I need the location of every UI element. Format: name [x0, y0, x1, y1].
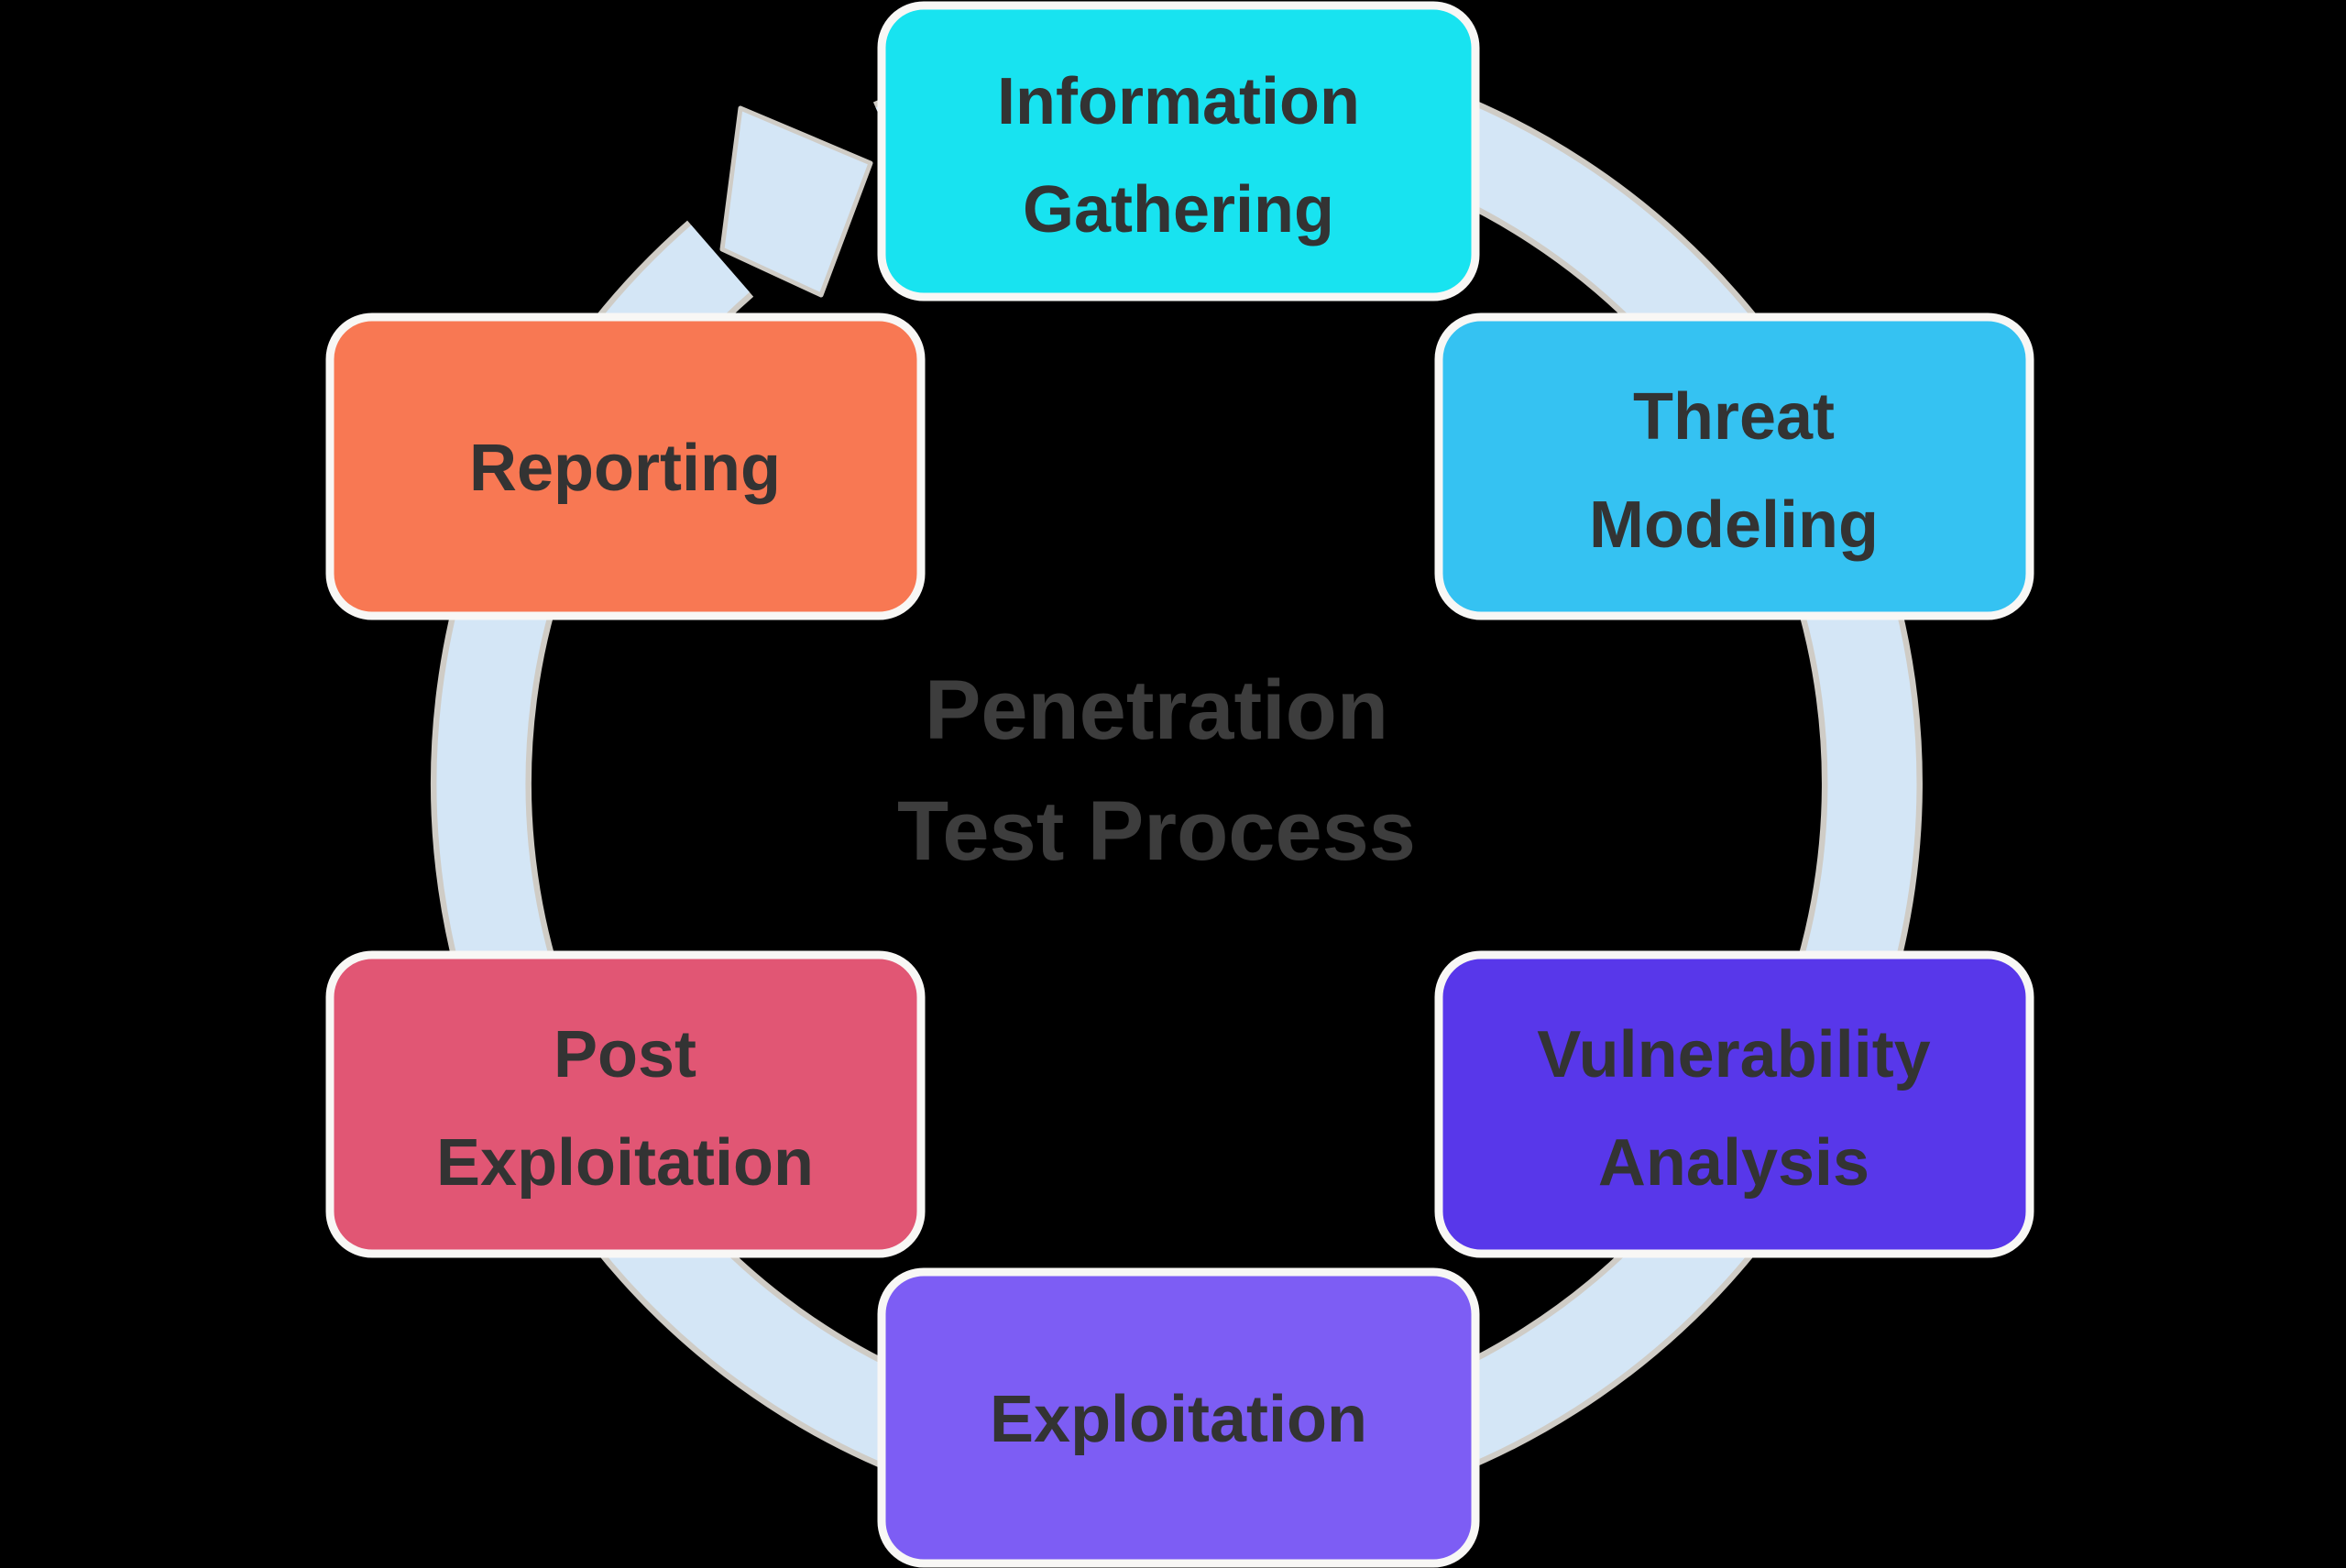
- cycle-arrow: [430, 38, 1923, 1530]
- stage-boxes: Information Gathering Threat Modeling Vu…: [325, 1, 2034, 1568]
- stage-box-reporting: [325, 313, 926, 620]
- stage-box-threat-modeling: [1434, 313, 2034, 620]
- diagram-title-line1: Penetration: [925, 663, 1388, 757]
- stage-label-gathering: Gathering: [1023, 173, 1334, 247]
- stage-exploitation: Exploitation: [877, 1267, 1480, 1568]
- stage-label-reporting: Reporting: [469, 432, 781, 505]
- stage-box-post-exploitation: [325, 950, 926, 1258]
- stage-label-post-exploitation: Exploitation: [436, 1126, 814, 1200]
- stage-label-vulnerability: Vulnerability: [1537, 1018, 1930, 1091]
- stage-vulnerability-analysis: Vulnerability Analysis: [1434, 950, 2034, 1258]
- stage-box-exploitation: [877, 1267, 1480, 1568]
- stage-label-information: Information: [997, 65, 1360, 138]
- cycle-arrow-ring: [436, 43, 1917, 1524]
- cycle-arrowhead-icon: [719, 105, 873, 298]
- stage-box-information-gathering: [877, 1, 1480, 302]
- diagram-title-line2: Test Process: [897, 784, 1416, 878]
- stage-reporting: Reporting: [325, 313, 926, 620]
- stage-label-modeling: Modeling: [1589, 488, 1879, 562]
- stage-information-gathering: Information Gathering: [877, 1, 1480, 302]
- stage-label-analysis: Analysis: [1598, 1126, 1869, 1200]
- stage-label-threat: Threat: [1633, 380, 1835, 454]
- stage-threat-modeling: Threat Modeling: [1434, 313, 2034, 620]
- stage-label-post: Post: [554, 1018, 696, 1091]
- diagram-title: Penetration Test Process: [897, 663, 1416, 878]
- stage-box-vulnerability-analysis: [1434, 950, 2034, 1258]
- stage-post-exploitation: Post Exploitation: [325, 950, 926, 1258]
- stage-label-exploitation: Exploitation: [990, 1383, 1367, 1456]
